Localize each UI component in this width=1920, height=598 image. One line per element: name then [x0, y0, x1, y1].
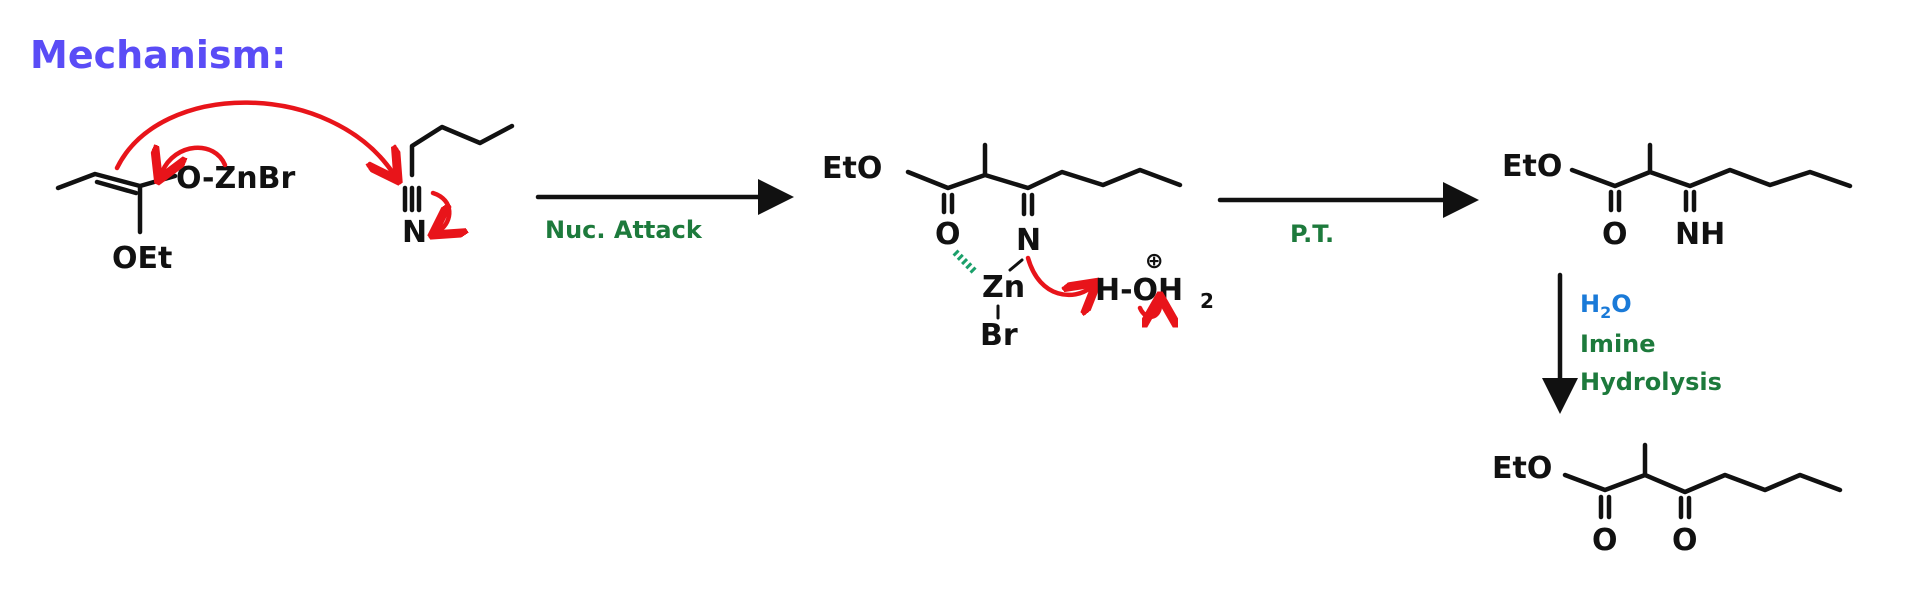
imine-label: Imine [1580, 330, 1656, 358]
nitrile-n-label: N [402, 215, 427, 250]
curved-arrow-attack [114, 100, 393, 173]
o-label-2: O [1672, 523, 1698, 558]
mechanism-title: Mechanism: [30, 33, 286, 77]
o-label: O [935, 217, 961, 252]
curved-arrow-pt [1025, 255, 1090, 295]
o-label: O [1602, 217, 1628, 252]
beta-keto-ester-product: EtO O O [1492, 442, 1843, 558]
positive-charge: ⊕ [1145, 249, 1163, 274]
zn-label: Zn [982, 270, 1025, 305]
br-label: Br [980, 318, 1018, 353]
o-label-1: O [1592, 523, 1618, 558]
pt-label: P.T. [1290, 220, 1334, 248]
zinc-enolate: O-ZnBr OEt [55, 161, 295, 276]
zinc-chelate-intermediate: EtO O N Zn Br H-OH 2 ⊕ [822, 142, 1214, 353]
hashed-bond [952, 249, 978, 275]
o-znbr-label: O-ZnBr [176, 161, 295, 196]
nuc-attack-label: Nuc. Attack [545, 216, 703, 244]
subscript-2: 2 [1200, 289, 1214, 313]
eto-label: EtO [1502, 149, 1562, 184]
eto-label: EtO [1492, 451, 1552, 486]
water-reagent: H2O [1580, 290, 1632, 322]
oet-label: OEt [112, 241, 172, 276]
curved-arrow-oh [1137, 305, 1160, 317]
nh-label: NH [1675, 217, 1725, 252]
eto-label: EtO [822, 151, 882, 186]
hydronium-label: H-OH [1095, 273, 1183, 308]
hydrolysis-label: Hydrolysis [1580, 368, 1722, 396]
nitrile: N [402, 123, 515, 250]
imine-product: EtO O NH [1502, 142, 1853, 252]
curved-arrow-nitrile [433, 190, 449, 230]
n-label: N [1016, 223, 1041, 258]
curved-arrow-enolate [162, 148, 228, 172]
